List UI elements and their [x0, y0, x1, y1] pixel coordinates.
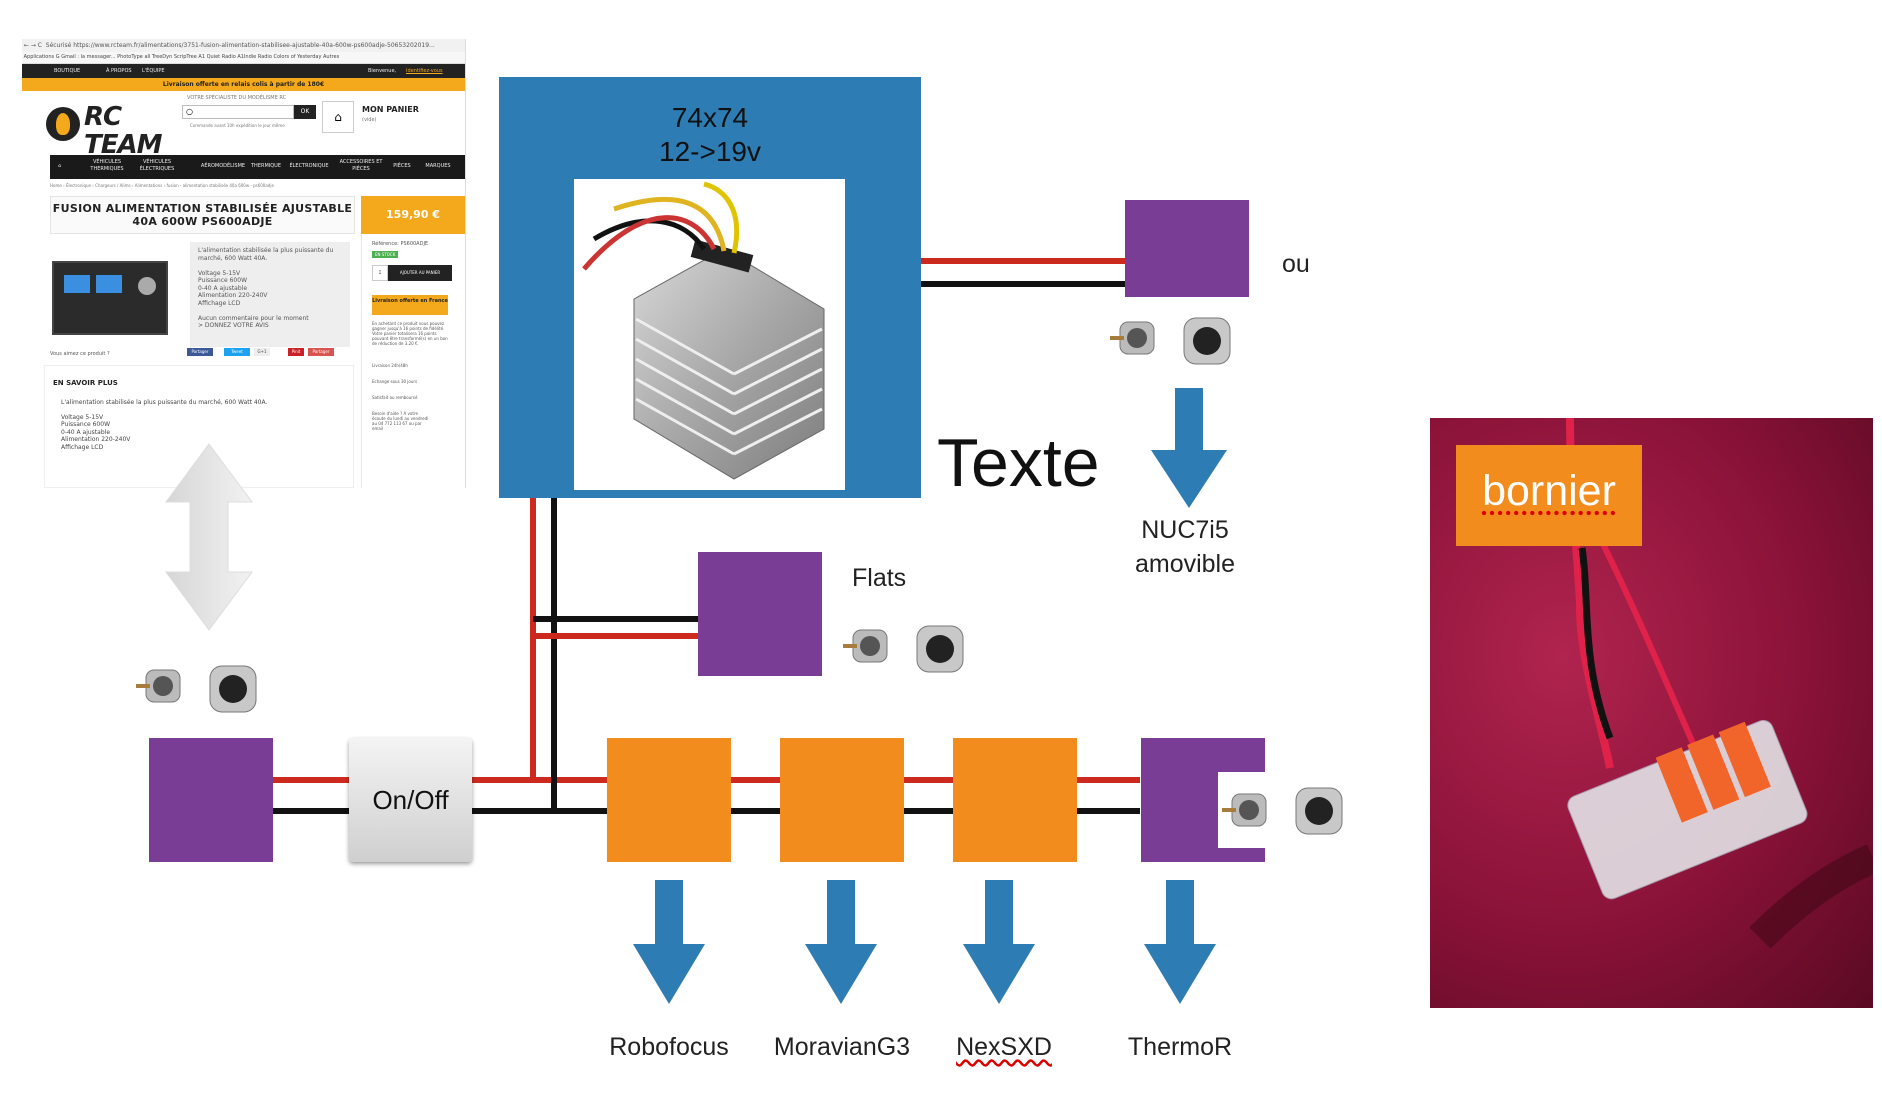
- share-button[interactable]: Partager: [308, 348, 334, 356]
- converter-photo: [574, 179, 845, 490]
- add-to-cart-button[interactable]: AJOUTER AU PANIER: [388, 265, 452, 281]
- delivery-banner: Livraison offerte en relais colis à part…: [22, 78, 465, 91]
- bookmarks-bar: Applications G Gmail : la messager... Ph…: [22, 52, 465, 64]
- quantity-input[interactable]: 1: [372, 265, 388, 281]
- service-item: Livraison 24h/48h: [372, 363, 408, 368]
- down-arrow-icon: [633, 880, 705, 1004]
- device-label-moravian: MoravianG3: [773, 1033, 911, 1061]
- bookmarks-text: Applications G Gmail : la messager... Ph…: [23, 54, 340, 60]
- search-hint: Commande avant 10h expédition le jour mê…: [190, 123, 285, 128]
- on-off-switch[interactable]: On/Off: [349, 738, 472, 862]
- device-label-nexsxd: NexSXD: [956, 1033, 1052, 1061]
- flats-label: Flats: [852, 564, 907, 592]
- website-screenshot: ← → C Sécurisé https://www.rcteam.fr/ali…: [22, 39, 466, 488]
- bornier-photo: bornier: [1430, 418, 1873, 1008]
- connector-box-flats: [698, 552, 822, 676]
- bornier-label-box: bornier: [1456, 445, 1642, 546]
- menu-item[interactable]: AÉROMODÉLISME: [200, 163, 246, 169]
- down-arrow-icon: [1151, 388, 1227, 508]
- menu-item[interactable]: ÉLECTRONIQUE: [289, 163, 329, 169]
- share-pinterest-button[interactable]: Pinit: [288, 348, 304, 356]
- logo-text: RC TEAM: [84, 102, 163, 160]
- product-image: [52, 261, 168, 335]
- topnav-item[interactable]: L'ÉQUIPE: [142, 68, 165, 74]
- search-icon: ○: [186, 107, 193, 116]
- black-wire-vertical: [551, 497, 557, 811]
- red-wire-ou: [920, 258, 1130, 264]
- service-item: Satisfait ou remboursé: [372, 395, 418, 400]
- red-wire-flats: [533, 633, 698, 639]
- more-info-text: L'alimentation stabilisée la plus puissa…: [61, 398, 268, 451]
- converter-box: 74x74 12->19v: [499, 77, 921, 498]
- share-gplus-button[interactable]: G+1: [254, 348, 270, 356]
- site-top-nav: BOUTIQUE À PROPOS L'ÉQUIPE Bienvenue, Id…: [22, 64, 465, 78]
- more-info-title: EN SAVOIR PLUS: [53, 378, 118, 387]
- menu-item[interactable]: ACCESSOIRES ET PIÈCES: [339, 159, 383, 172]
- dc-converter-icon: [582, 181, 825, 480]
- product-price: 159,90 €: [361, 196, 465, 234]
- menu-item[interactable]: PIÈCES: [393, 163, 411, 169]
- breadcrumb[interactable]: Home › Électronique › Chargeurs / Alims …: [50, 183, 274, 188]
- device-label-robofocus: Robofocus: [609, 1033, 729, 1061]
- url-text: Sécurisé https://www.rcteam.fr/alimentat…: [45, 42, 435, 49]
- double-arrow-icon: [165, 443, 253, 631]
- device-box-robofocus: [607, 738, 731, 862]
- home-icon[interactable]: ⌂: [58, 163, 62, 169]
- purchase-sidebar: Référence: PS600ADJE EN STOCK 1 AJOUTER …: [361, 235, 465, 488]
- down-arrow-icon: [963, 880, 1035, 1004]
- nuc-label: NUC7i5: [1141, 516, 1229, 544]
- connector-pair-icon: [1110, 317, 1231, 365]
- ou-label: ou: [1282, 250, 1310, 278]
- cart-icon[interactable]: ⌂: [322, 101, 354, 133]
- topnav-item[interactable]: BOUTIQUE: [54, 68, 81, 74]
- reference-text: Référence: PS600ADJE: [372, 241, 429, 247]
- product-title: FUSION ALIMENTATION STABILISÉE AJUSTABLE…: [50, 196, 355, 234]
- logo-icon: [46, 107, 80, 141]
- connector-pair-icon: [136, 665, 257, 713]
- loyalty-text: En achetant ce produit vous pouvez gagne…: [372, 321, 448, 346]
- cart-subtitle: (vide): [362, 117, 377, 123]
- converter-size: 74x74: [671, 102, 749, 133]
- free-delivery-badge: Livraison offerte en France: [372, 295, 448, 315]
- topnav-item[interactable]: À PROPOS: [106, 68, 132, 74]
- welcome-text: Bienvenue,: [368, 68, 397, 74]
- connector-pair-icon: [1218, 772, 1343, 848]
- browser-url-bar[interactable]: ← → C Sécurisé https://www.rcteam.fr/ali…: [22, 39, 465, 52]
- connector-box-nuc: [1125, 200, 1249, 297]
- menu-item[interactable]: THERMIQUE: [251, 163, 281, 169]
- menu-item[interactable]: VÉHICULES ÉLECTRIQUES: [139, 159, 175, 172]
- product-description: L'alimentation stabilisée la plus puissa…: [190, 242, 350, 347]
- device-box-nexsxd: [953, 738, 1077, 862]
- converter-voltage: 12->19v: [659, 136, 761, 167]
- texte-label: Texte: [937, 425, 1100, 501]
- device-box-moravian: [780, 738, 904, 862]
- search-input[interactable]: ○: [182, 105, 294, 119]
- tagline: VOTRE SPÉCIALISTE DU MODÉLISME RC: [187, 95, 287, 101]
- login-link[interactable]: Identifiez-vous: [406, 68, 443, 74]
- share-twitter-button[interactable]: Tweet: [224, 348, 250, 356]
- main-menu: ⌂ VÉHICULES THERMIQUES VÉHICULES ÉLECTRI…: [50, 155, 465, 179]
- device-label-thermor: ThermoR: [1127, 1033, 1233, 1061]
- wago-connector-icon: [1566, 418, 1873, 949]
- stock-badge: EN STOCK: [372, 251, 399, 258]
- site-logo[interactable]: RC TEAM: [46, 101, 166, 159]
- connector-box-power-in: [149, 738, 273, 862]
- service-item: Besoin d'aide ? A votre écoute du lundi …: [372, 411, 429, 431]
- cart-title[interactable]: MON PANIER: [362, 105, 419, 114]
- down-arrow-icon: [1144, 880, 1216, 1004]
- bornier-label: bornier: [1482, 467, 1616, 515]
- search-button[interactable]: OK: [294, 105, 316, 119]
- connector-pair-icon: [843, 625, 964, 673]
- menu-item[interactable]: VÉHICULES THERMIQUES: [90, 159, 124, 172]
- like-prompt: Vous aimez ce produit ?: [50, 351, 110, 357]
- menu-item[interactable]: MARQUES: [425, 163, 451, 169]
- nuc-sub-label: amovible: [1134, 550, 1236, 578]
- black-wire-ou: [920, 281, 1130, 287]
- black-wire-flats: [533, 616, 698, 622]
- down-arrow-icon: [805, 880, 877, 1004]
- share-facebook-button[interactable]: Partager: [187, 348, 213, 356]
- service-item: Echange sous 30 jours: [372, 379, 418, 384]
